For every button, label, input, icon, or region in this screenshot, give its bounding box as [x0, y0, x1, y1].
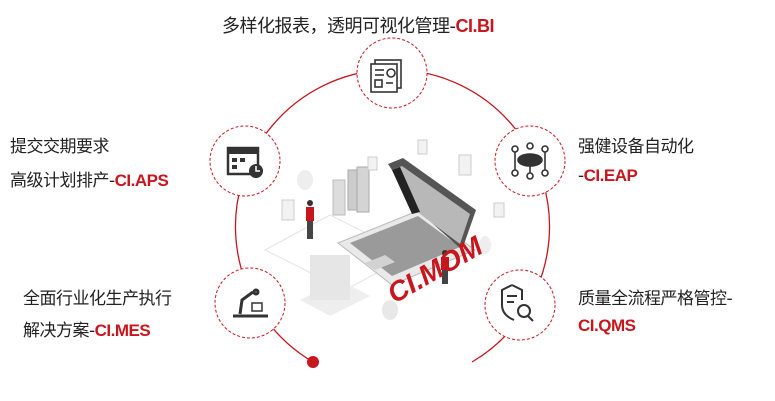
aps-code: CI.APS: [114, 171, 169, 190]
shield-search-icon: [501, 284, 534, 322]
eap-line1: 强健设备自动化: [578, 137, 694, 157]
label-ci-eap: -CI.EAP: [578, 166, 638, 186]
node-ci-mes[interactable]: [214, 267, 286, 339]
mes-line1: 全面行业化生产执行: [23, 289, 172, 309]
label-ci-bi: 多样化报表，透明可视化管理-CI.BI: [222, 12, 495, 38]
qms-code: CI.QMS: [578, 316, 636, 335]
robot-arm-icon: [233, 288, 268, 318]
aps-line1: 提交交期要求: [10, 137, 110, 157]
bi-description: 多样化报表，透明可视化管理-: [222, 16, 456, 37]
mes-description: 解决方案-: [23, 321, 95, 341]
aps-description: 高级计划排产-: [10, 171, 115, 191]
mes-code: CI.MES: [94, 321, 151, 340]
label-ci-mes: 解决方案-CI.MES: [23, 316, 151, 341]
label-ci-qms: CI.QMS: [578, 316, 636, 336]
orbit-dot: [307, 356, 319, 368]
eap-code: CI.EAP: [583, 166, 638, 185]
qms-line1: 质量全流程严格管控-: [578, 289, 733, 309]
laptop-illustration: [263, 139, 505, 320]
calendar-clock-icon: [226, 146, 263, 178]
eap-description: -: [578, 166, 584, 186]
label-ci-aps: 高级计划排产-CI.APS: [10, 166, 169, 191]
cloud-network-icon: [511, 142, 549, 180]
bi-code: CI.BI: [455, 16, 495, 36]
node-ci-eap[interactable]: [494, 125, 566, 197]
node-ci-aps[interactable]: [209, 125, 281, 197]
node-ci-qms[interactable]: [484, 269, 556, 341]
report-dashboard-icon: [370, 59, 402, 93]
node-ci-bi[interactable]: [356, 37, 428, 109]
